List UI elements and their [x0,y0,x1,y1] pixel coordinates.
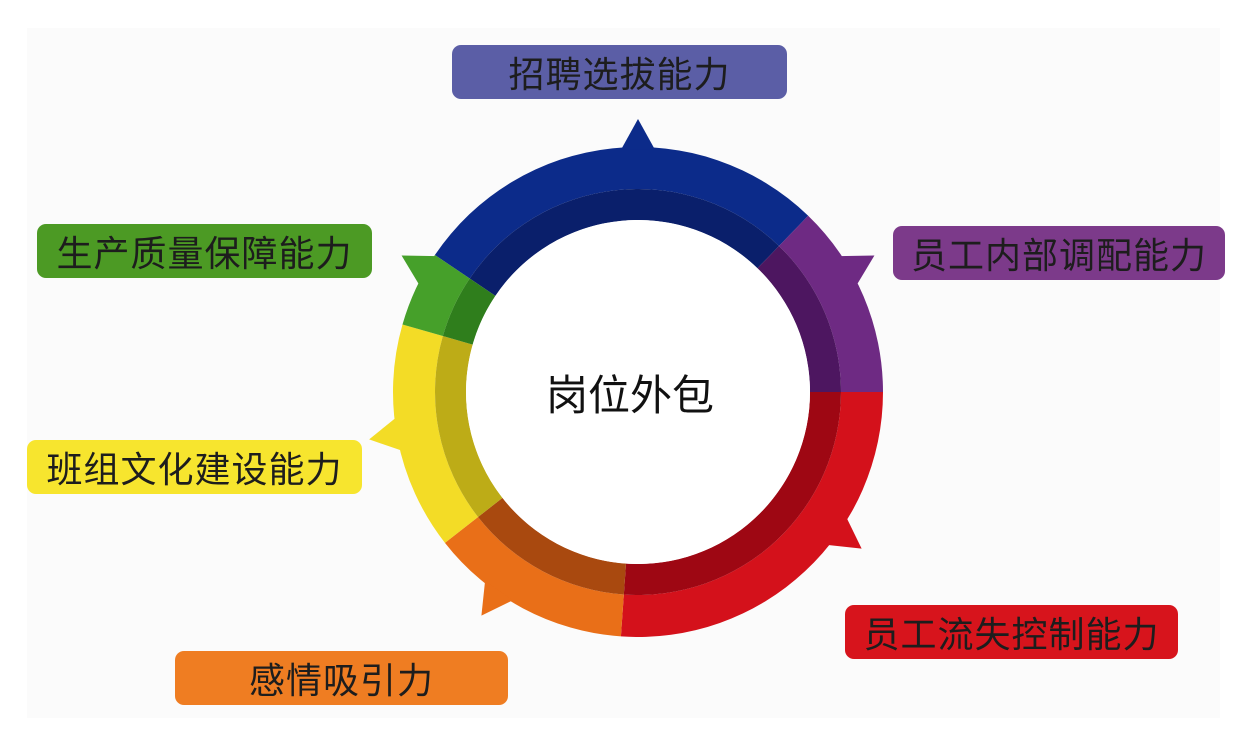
label-retention: 员工流失控制能力 [845,605,1178,659]
center-title: 岗位外包 [545,370,714,420]
ring-inner-band-retention [623,392,841,595]
label-transfer: 员工内部调配能力 [893,226,1225,280]
ring-inner-band-emotion [478,497,627,595]
ring-inner-band-quality [442,278,496,345]
center-disc [466,220,810,564]
arrow-pointer-culture [369,417,403,451]
label-culture: 班组文化建设能力 [27,440,362,494]
ring-segment-recruit [434,147,809,279]
arrow-pointer-quality [401,255,437,286]
arrow-pointer-transfer [839,255,875,286]
arrow-pointer-recruit [621,119,655,150]
ring-segment-culture [393,324,479,543]
ring-segment-emotion [444,516,624,637]
ring-segment-retention [620,392,883,637]
label-quality: 生产质量保障能力 [37,224,372,278]
ring-inner-band-transfer [757,245,841,392]
ring-segment-quality [402,254,470,337]
label-recruit: 招聘选拔能力 [452,45,787,99]
arrow-pointer-retention [826,517,862,549]
arrow-pointer-emotion [481,580,513,616]
ring-segment-transfer [779,215,883,392]
ring-inner-band-culture [434,336,503,517]
ring-inner-band-recruit [469,189,780,296]
label-emotion: 感情吸引力 [175,651,508,705]
